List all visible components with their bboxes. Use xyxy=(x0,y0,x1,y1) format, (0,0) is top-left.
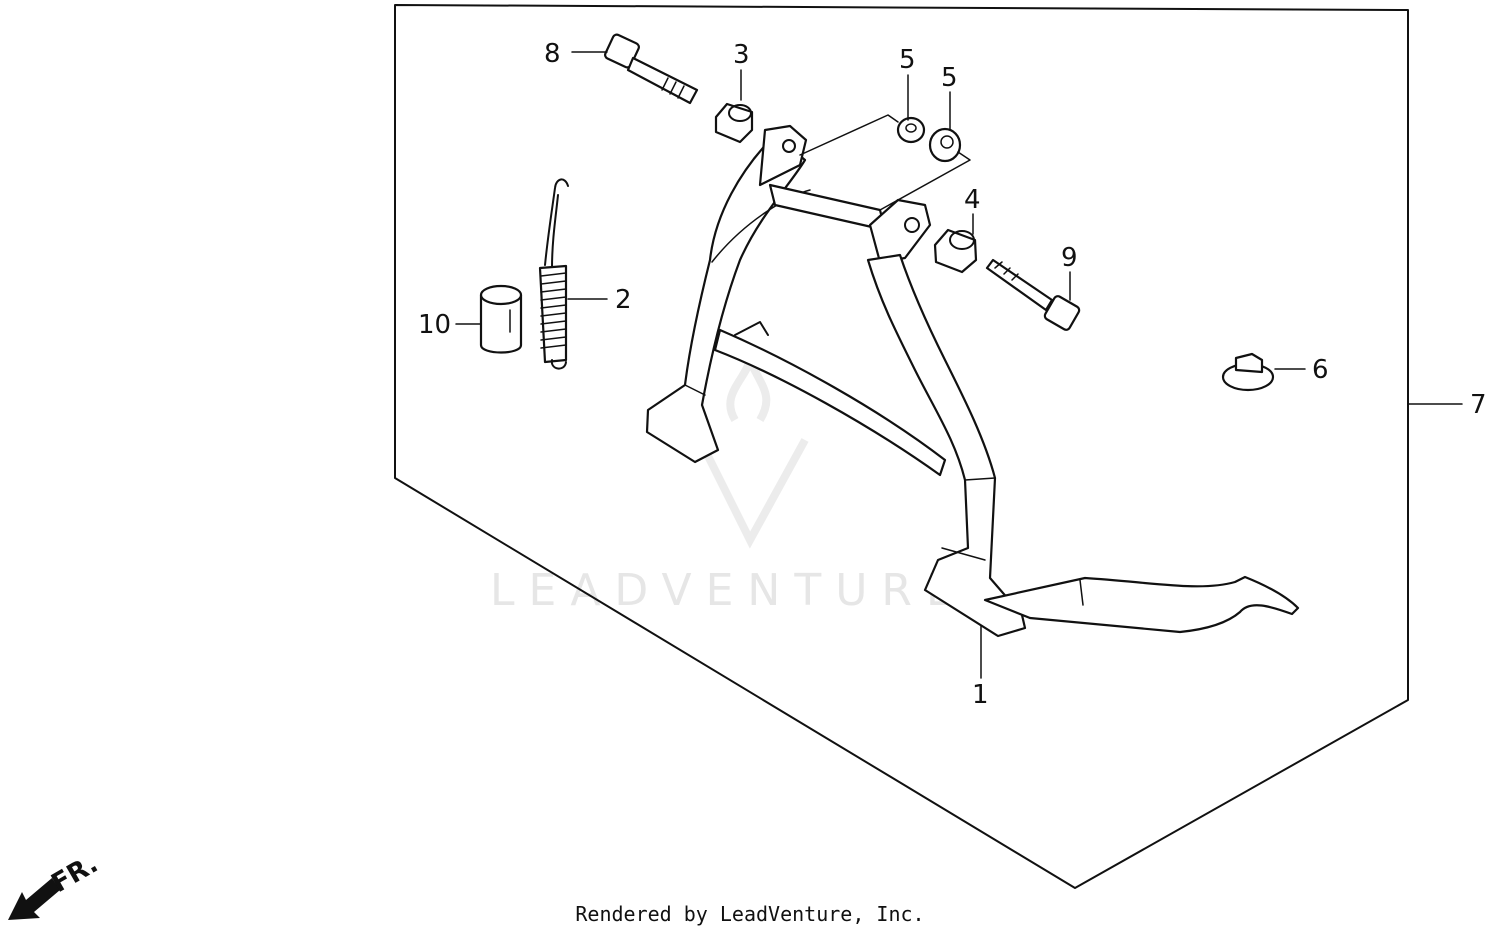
collar-upper xyxy=(714,102,754,144)
footer-credit: Rendered by LeadVenture, Inc. xyxy=(575,902,925,926)
callout-5a: 5 xyxy=(899,45,916,75)
callout-9: 9 xyxy=(1061,243,1078,273)
spacer-collar xyxy=(479,284,523,354)
callout-5b: 5 xyxy=(941,63,958,93)
washer-right xyxy=(928,127,962,163)
bolt-upper xyxy=(604,33,699,105)
return-spring xyxy=(538,178,569,370)
callout-1: 1 xyxy=(972,680,989,710)
callout-4: 4 xyxy=(964,185,981,215)
washer-leader-lines xyxy=(799,114,971,211)
callout-8: 8 xyxy=(544,39,561,69)
leader-lines xyxy=(455,51,1463,679)
callout-3: 3 xyxy=(733,40,750,70)
bolt-lower xyxy=(985,258,1081,331)
stopper-rubber xyxy=(1221,352,1275,392)
assembly-frame xyxy=(394,4,1409,889)
washer-left xyxy=(896,116,926,144)
callout-6: 6 xyxy=(1312,355,1329,385)
callout-2: 2 xyxy=(615,285,632,315)
front-direction-arrow xyxy=(8,878,60,920)
callout-7: 7 xyxy=(1470,390,1487,420)
callout-10: 10 xyxy=(418,310,451,340)
collar-lower xyxy=(933,228,978,274)
main-stand xyxy=(645,124,1300,638)
watermark-text: LEADVENTURE xyxy=(490,565,968,616)
